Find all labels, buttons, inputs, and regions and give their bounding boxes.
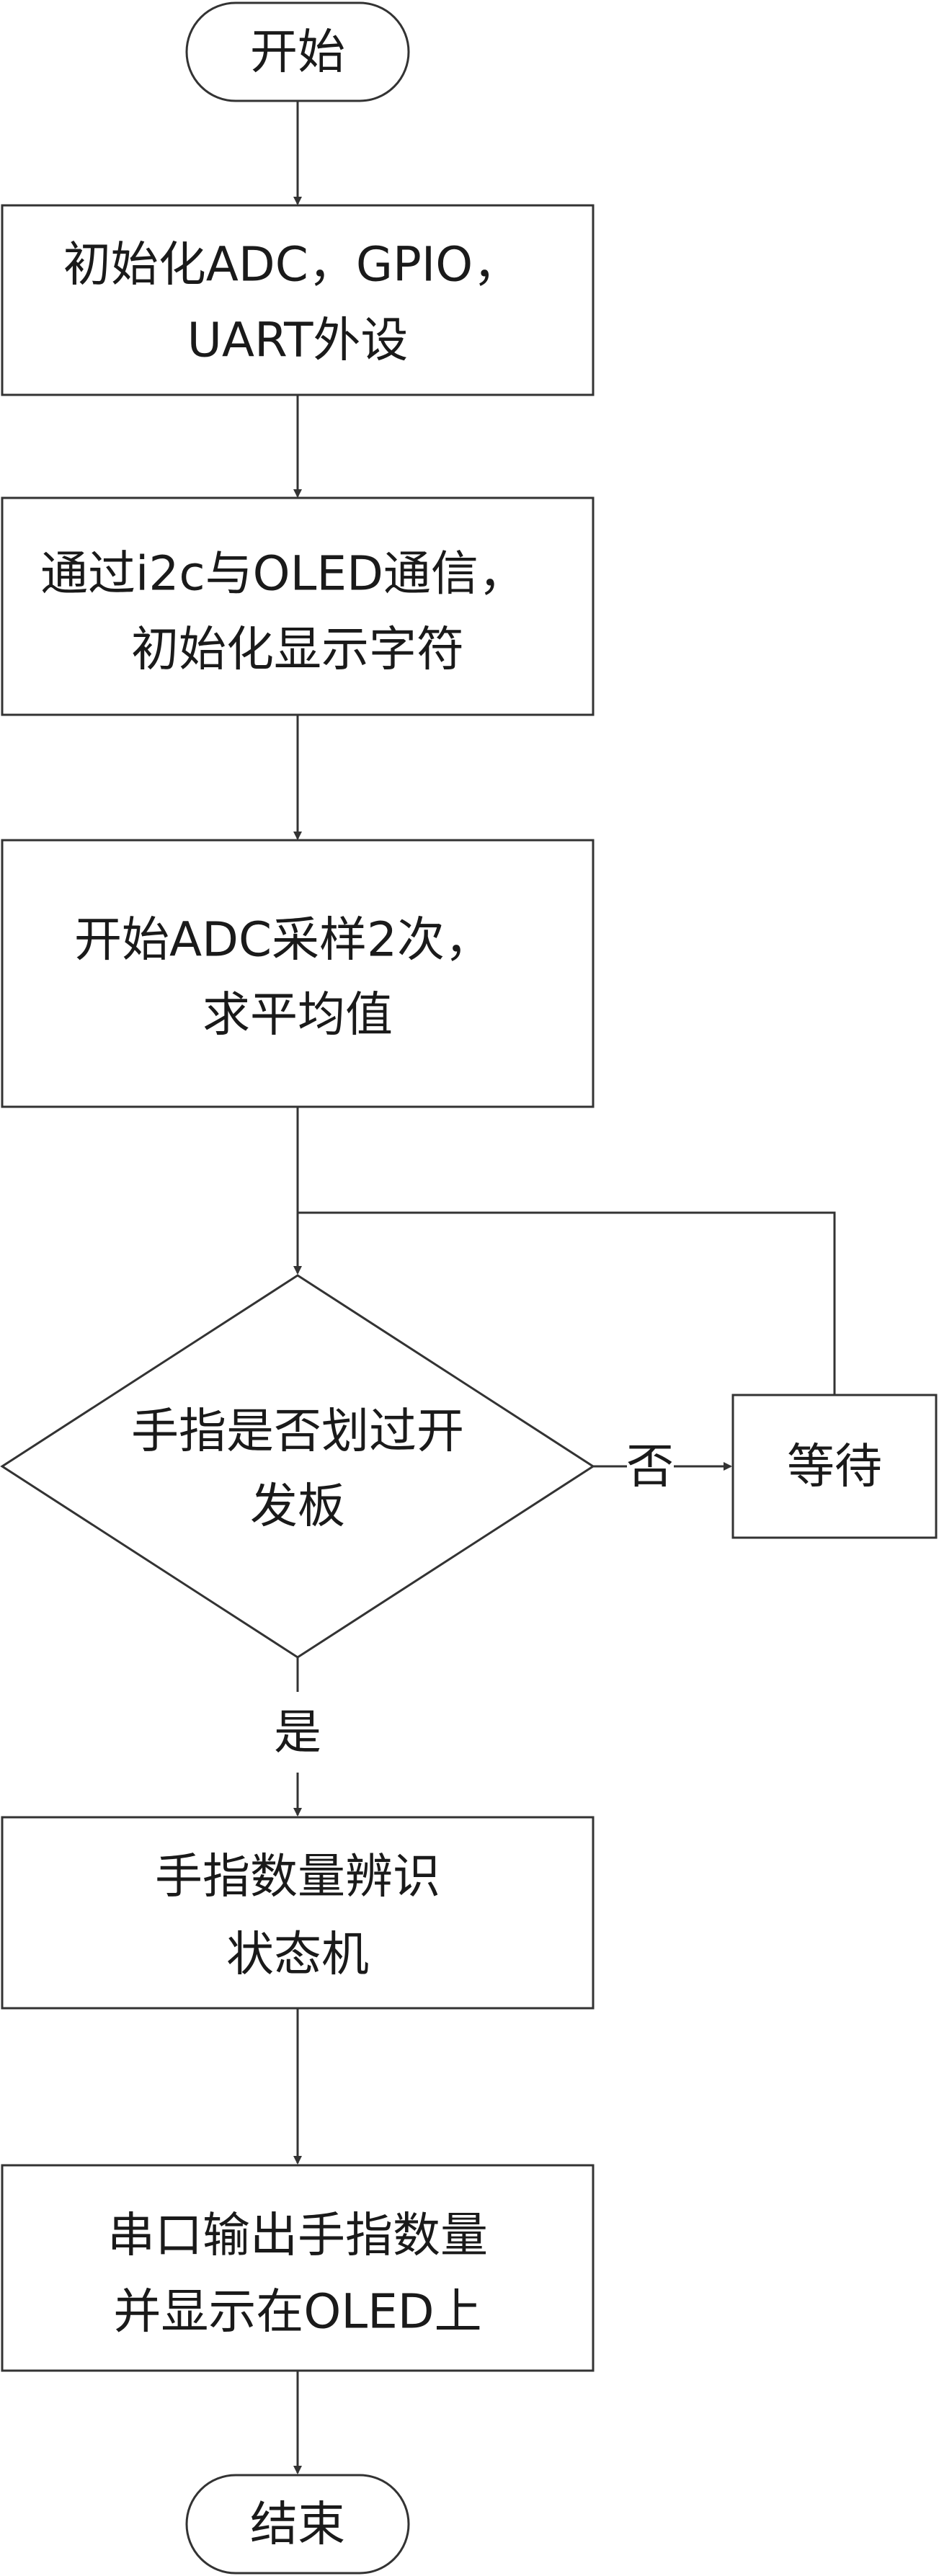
start-label: 开始 [250,24,345,80]
i2c-oled-line-2: 初始化显示字符 [131,622,464,677]
wait-label: 等待 [787,1439,882,1494]
finger-count-line-1: 手指数量辨识 [155,1849,440,1904]
connectors [293,101,836,2474]
finger-count-line-2: 状态机 [226,1927,369,1982]
yes-branch-label: 是 [274,1705,321,1760]
edge-wait-loop-back [298,1211,836,1395]
finger-swipe-decision: 手指是否划过开 发板 [0,1274,595,1659]
start-terminal: 开始 [185,1,410,102]
finger-count-process: 手指数量辨识 状态机 [1,1816,595,2010]
serial-output-line-1: 串口输出手指数量 [107,2208,488,2263]
init-peripherals-line-2: UART外设 [187,313,409,368]
init-peripherals-line-1: 初始化ADC，GPIO， [63,237,520,293]
serial-output-line-2: 并显示在OLED上 [113,2284,481,2340]
adc-sample-line-1: 开始ADC采样2次， [74,912,492,968]
i2c-oled-process: 通过i2c与OLED通信， 初始化显示字符 [1,496,595,716]
serial-output-process: 串口输出手指数量 并显示在OLED上 [1,2164,595,2372]
end-label: 结束 [250,2497,345,2552]
end-terminal: 结束 [185,2474,410,2575]
decision-line-2: 发板 [250,1479,345,1534]
adc-sample-process: 开始ADC采样2次， 求平均值 [1,839,595,1108]
adc-sample-line-2: 求平均值 [203,987,393,1043]
i2c-oled-line-1: 通过i2c与OLED通信， [40,546,526,602]
decision-line-1: 手指是否划过开 [131,1404,464,1459]
wait-process: 等待 [731,1394,938,1539]
init-peripherals-process: 初始化ADC，GPIO， UART外设 [1,204,595,396]
no-branch-label: 否 [626,1439,674,1494]
